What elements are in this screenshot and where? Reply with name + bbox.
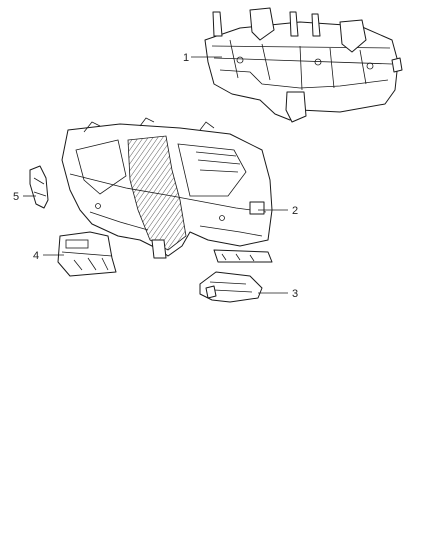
callout-4: 4: [33, 250, 39, 262]
part-5-end-cap: [29, 165, 49, 209]
part-3-bracket: [199, 271, 263, 303]
part-1-crossmember: [204, 7, 403, 123]
part-bracket: [213, 249, 273, 263]
part-2-instrument-panel: [61, 117, 273, 259]
callout-3: 3: [292, 288, 298, 300]
callout-5: 5: [13, 191, 19, 203]
part-4-bin: [57, 231, 117, 277]
callout-1: 1: [183, 52, 189, 64]
callout-2: 2: [292, 205, 298, 217]
